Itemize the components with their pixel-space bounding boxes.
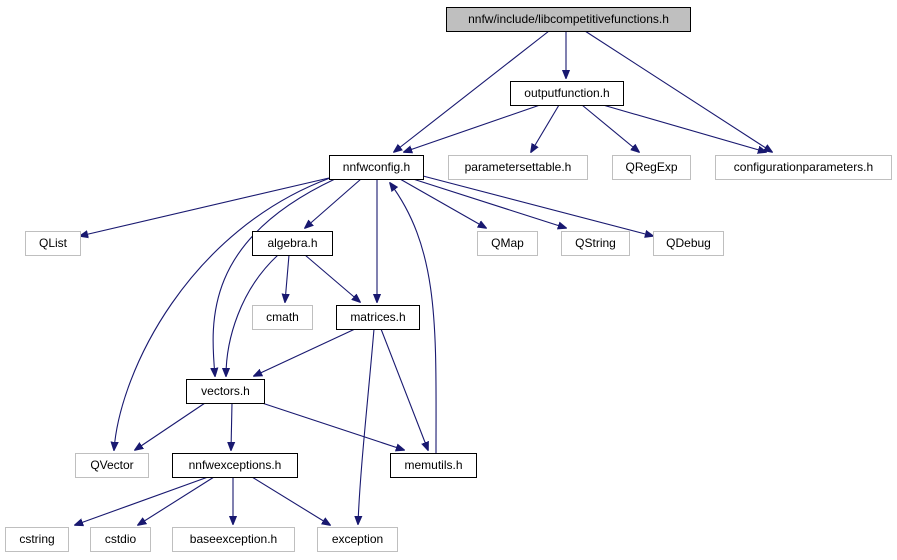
node-box-outputfunction <box>510 81 624 106</box>
node-algebra[interactable]: algebra.h <box>252 231 333 256</box>
node-label-configurationparameters: configurationparameters.h <box>734 160 873 174</box>
node-box-parametersettable <box>448 155 588 180</box>
node-label-qstring: QString <box>575 236 616 250</box>
node-label-nnfwconfig: nnfwconfig.h <box>343 160 410 174</box>
node-box-algebra <box>252 231 333 256</box>
node-qdebug: QDebug <box>653 231 724 256</box>
node-label-cstring: cstring <box>19 532 54 546</box>
node-box-baseexception <box>172 527 295 552</box>
node-box-qstring <box>561 231 630 256</box>
node-exception: exception <box>317 527 398 552</box>
node-qmap: QMap <box>477 231 538 256</box>
node-configurationparameters: configurationparameters.h <box>715 155 892 180</box>
node-qstring: QString <box>561 231 630 256</box>
edge-nnfwconfig-to-qmap <box>399 178 486 228</box>
node-box-cstring <box>5 527 69 552</box>
node-label-cstdio: cstdio <box>105 532 137 546</box>
edge-memutils-to-nnfwconfig <box>390 183 437 454</box>
edge-algebra-to-vectors <box>226 254 279 376</box>
node-label-algebra: algebra.h <box>267 236 317 250</box>
edge-nnfwexceptions-to-cstdio <box>138 476 215 525</box>
node-qlist: QList <box>25 231 81 256</box>
node-label-qvector: QVector <box>90 458 133 472</box>
node-qvector: QVector <box>75 453 149 478</box>
node-label-outputfunction: outputfunction.h <box>524 86 609 100</box>
node-label-cmath: cmath <box>266 310 299 324</box>
node-cstdio: cstdio <box>90 527 151 552</box>
node-cmath: cmath <box>252 305 313 330</box>
node-label-nnfwexceptions: nnfwexceptions.h <box>189 458 282 472</box>
edge-nnfwconfig-to-qvector <box>114 177 331 450</box>
node-cstring: cstring <box>5 527 69 552</box>
edge-vectors-to-nnfwexceptions <box>231 402 232 450</box>
node-label-qdebug: QDebug <box>666 236 711 250</box>
node-box-nnfwconfig <box>329 155 424 180</box>
node-box-qvector <box>75 453 149 478</box>
edge-matrices-to-vectors <box>254 328 356 376</box>
edge-vectors-to-memutils <box>261 402 404 450</box>
node-outputfunction[interactable]: outputfunction.h <box>510 81 624 106</box>
node-label-vectors: vectors.h <box>201 384 250 398</box>
edge-algebra-to-cmath <box>285 254 289 302</box>
edges-layer <box>75 30 772 525</box>
nodes-layer: nnfw/include/libcompetitivefunctions.h ou… <box>5 7 892 552</box>
edge-nnfwconfig-to-qlist <box>80 177 330 236</box>
node-box-nnfwexceptions <box>172 453 298 478</box>
node-nnfwconfig[interactable]: nnfwconfig.h <box>329 155 424 180</box>
node-box-qregexp <box>612 155 691 180</box>
node-box-vectors <box>186 379 265 404</box>
node-label-exception: exception <box>332 532 383 546</box>
edge-nnfwexceptions-to-cstring <box>75 476 209 525</box>
node-matrices[interactable]: matrices.h <box>336 305 420 330</box>
node-vectors[interactable]: vectors.h <box>186 379 265 404</box>
node-box-memutils <box>390 453 477 478</box>
edge-nnfwconfig-to-qdebug <box>422 175 653 236</box>
edge-root-to-nnfwconfig <box>394 30 550 152</box>
node-box-qlist <box>25 231 81 256</box>
node-box-configurationparameters <box>715 155 892 180</box>
edge-outputfunction-to-qregexp <box>581 104 639 152</box>
edge-outputfunction-to-nnfwconfig <box>404 104 541 152</box>
node-label-root: nnfw/include/libcompetitivefunctions.h <box>468 12 669 26</box>
edge-outputfunction-to-configurationparameters <box>602 104 766 152</box>
edge-nnfwconfig-to-algebra <box>305 178 362 228</box>
edge-nnfwconfig-to-qstring <box>412 178 566 228</box>
node-box-qdebug <box>653 231 724 256</box>
node-box-cmath <box>252 305 313 330</box>
edge-algebra-to-matrices <box>304 254 360 302</box>
node-box-matrices <box>336 305 420 330</box>
node-memutils[interactable]: memutils.h <box>390 453 477 478</box>
node-label-memutils: memutils.h <box>404 458 462 472</box>
edge-nnfwconfig-to-vectors <box>213 178 336 376</box>
edge-vectors-to-qvector <box>135 402 206 450</box>
node-box-qmap <box>477 231 538 256</box>
node-baseexception: baseexception.h <box>172 527 295 552</box>
node-box-cstdio <box>90 527 151 552</box>
node-label-baseexception: baseexception.h <box>190 532 277 546</box>
edge-nnfwexceptions-to-exception <box>251 476 330 525</box>
edge-matrices-to-memutils <box>380 328 428 450</box>
node-parametersettable: parametersettable.h <box>448 155 588 180</box>
node-nnfwexceptions[interactable]: nnfwexceptions.h <box>172 453 298 478</box>
node-label-matrices: matrices.h <box>350 310 405 324</box>
node-label-qlist: QList <box>39 236 68 250</box>
edge-matrices-to-exception <box>358 328 375 524</box>
edge-root-to-configurationparameters <box>584 30 772 152</box>
node-root[interactable]: nnfw/include/libcompetitivefunctions.h <box>446 7 691 32</box>
node-box-root <box>446 7 691 32</box>
node-label-qmap: QMap <box>491 236 524 250</box>
node-box-exception <box>317 527 398 552</box>
edge-outputfunction-to-parametersettable <box>531 104 560 152</box>
node-label-parametersettable: parametersettable.h <box>465 160 572 174</box>
node-qregexp: QRegExp <box>612 155 691 180</box>
node-label-qregexp: QRegExp <box>625 160 677 174</box>
